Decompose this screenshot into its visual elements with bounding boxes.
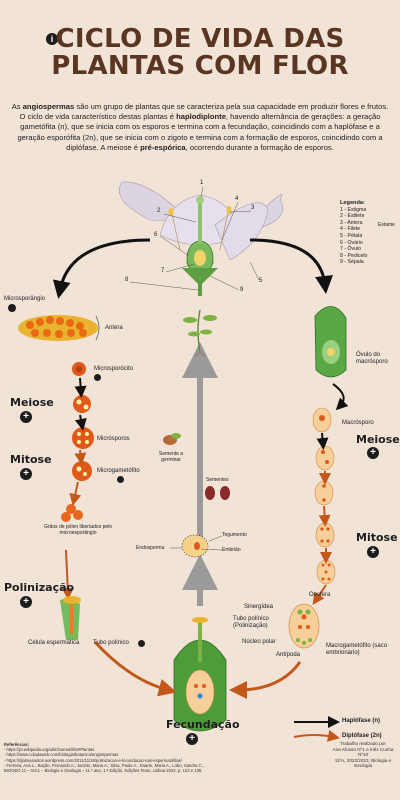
flower-number-4: 4: [235, 196, 239, 202]
microgametofito-marker-icon: [117, 476, 124, 483]
label-microsporocito: Microsporócito: [94, 366, 134, 372]
legend-item: 8 - Pedicelo: [340, 252, 368, 259]
label-celula-espermatica: Célula espermática: [28, 640, 80, 646]
flower-number-1: 1: [200, 180, 204, 186]
label-tubo-polinico-left: Tubo polínico: [93, 640, 129, 646]
label-meiose-left: Meiose: [10, 396, 54, 409]
legend-estame: Estame: [378, 222, 395, 228]
embryo-sac: [288, 603, 320, 649]
tubo-left-marker-icon: [138, 640, 145, 647]
flower-number-6: 6: [154, 232, 158, 238]
anther-illustration: [18, 315, 100, 341]
legend-title: Legenda:: [340, 200, 365, 206]
mitose-right-plus-icon: +: [367, 546, 379, 558]
seedling-illustration: [183, 309, 217, 357]
reference-line: - Ferreira, Ana L.; Bação, Fernando A.; …: [4, 762, 204, 768]
ovule-illustration: [314, 306, 347, 378]
legend-item: 2 - Estilete: [340, 213, 365, 220]
microsporocito-marker-icon: [94, 374, 101, 381]
flower-number-8: 8: [125, 277, 129, 283]
label-mitose-left: Mitose: [10, 453, 52, 466]
label-macrogametofito: Macrogametófito (saco embrionário): [326, 643, 388, 656]
intro-text: As angiospermas são um grupo de plantas …: [8, 102, 392, 153]
label-mitose-right: Mitose: [356, 531, 398, 544]
microsporogenesis-cells: [61, 362, 94, 522]
intro-paragraph-1: As angiospermas são um grupo de plantas …: [11, 102, 389, 111]
credit-line: Ana Afonso Nº1 e Inês Cunha Nº10: [332, 746, 394, 758]
microsporangio-marker-icon: [8, 304, 16, 312]
label-graos-polen: Grãos de pólen libertados pelo microespo…: [43, 524, 113, 536]
label-ovulo: Óvulo do macrósporo: [356, 352, 388, 365]
credit-line: 11ºA, 2022/2023, Biologia e Geologia: [334, 757, 392, 769]
fecundacao-plus-icon: +: [186, 733, 198, 745]
label-oosfera: Oosfera: [309, 592, 331, 598]
legend-diplofase: Diplófase (2n): [342, 733, 382, 739]
label-meiose-right: Meiose: [356, 433, 400, 446]
legend: Legenda: 1 - Estigma 2 - Estilete 3 - An…: [340, 200, 367, 266]
polinizacao-plus-icon: +: [20, 596, 32, 608]
label-microsporos: Micrósporos: [97, 436, 130, 442]
legend-item: 1 - Estigma: [340, 206, 367, 213]
legend-item: 7 - Óvulo: [340, 246, 362, 253]
reference-line: - https://www.coladaweb.com/biologia/bot…: [4, 752, 119, 758]
legend-item: 4 - Filete: [340, 226, 361, 233]
pollination-stigma: [60, 596, 81, 640]
flower-number-7: 7: [161, 268, 165, 274]
germinating-seed: [163, 433, 181, 445]
intro-paragraph-2: O ciclo de vida característico destas pl…: [17, 112, 383, 152]
macrospore-cells: [312, 407, 336, 585]
seed-section: [181, 534, 209, 558]
label-sinergidea: Sinergídea: [244, 604, 274, 610]
flower-number-2: 2: [157, 208, 161, 214]
label-antera: Antera: [105, 325, 123, 331]
label-tubo-polinico-right: Tubo polínico (Polinização): [233, 616, 269, 629]
references-title: Referências:: [4, 742, 30, 747]
legend-item: 9 - Sépala: [340, 259, 364, 266]
label-semente-germinar: Semente a germinar: [158, 451, 184, 463]
credit: Trabalho realizado por Ana Afonso Nº1 e …: [330, 741, 396, 769]
fertilized-pistil: [173, 617, 227, 732]
meiose-right-plus-icon: +: [367, 447, 379, 459]
legend-item: 6 - Ovário: [340, 239, 363, 246]
reference-line: - https://pt.wikipedia.org/wiki/Gametófi…: [4, 747, 95, 753]
label-antipoda: Antípoda: [276, 652, 301, 658]
title-line-2: PLANTAS COM FLOR: [51, 51, 349, 81]
label-polinizacao: Polinização: [4, 581, 75, 594]
flower-number-9: 9: [240, 287, 244, 293]
flower-illustration: [118, 181, 284, 296]
info-icon: i: [46, 33, 58, 45]
reference-line: BIOGEO 11 – Vol.1 – Biologia e Geologia …: [4, 768, 203, 774]
credit-line: Trabalho realizado por: [340, 741, 386, 746]
label-embriao: Embrião: [222, 547, 241, 553]
meiose-left-plus-icon: +: [20, 411, 32, 423]
legend-item: 5 - Pétala: [340, 232, 363, 239]
label-endosperma: Endosperma: [136, 545, 165, 551]
label-microsporangio: Microsporângio: [4, 296, 46, 302]
label-tegumento: Tegumento: [222, 532, 247, 538]
legend-haplofase: Haplófase (n): [342, 718, 381, 724]
flower-number-5: 5: [259, 278, 263, 284]
reference-line: - https://djalmasantos.wordpress.com/201…: [4, 757, 182, 763]
label-nucleo-polar: Núcleo polar: [242, 639, 276, 645]
title-line-1: CICLO DE VIDA DAS: [55, 24, 345, 54]
label-microgametofito: Microgametófito: [97, 468, 140, 474]
label-sementes: Sementes: [206, 477, 229, 483]
page-title: CICLO DE VIDA DAS PLANTAS COM FLOR: [0, 26, 400, 80]
legend-item: 3 - Antera: [340, 219, 363, 226]
label-fecundacao: Fecundação: [166, 718, 240, 731]
references: Referências: - https://pt.wikipedia.org/…: [4, 742, 244, 773]
label-macrosporo: Macrósporo: [342, 420, 374, 426]
mitose-left-plus-icon: +: [20, 468, 32, 480]
seeds-illustration: [205, 486, 230, 500]
flower-number-3: 3: [251, 205, 255, 211]
